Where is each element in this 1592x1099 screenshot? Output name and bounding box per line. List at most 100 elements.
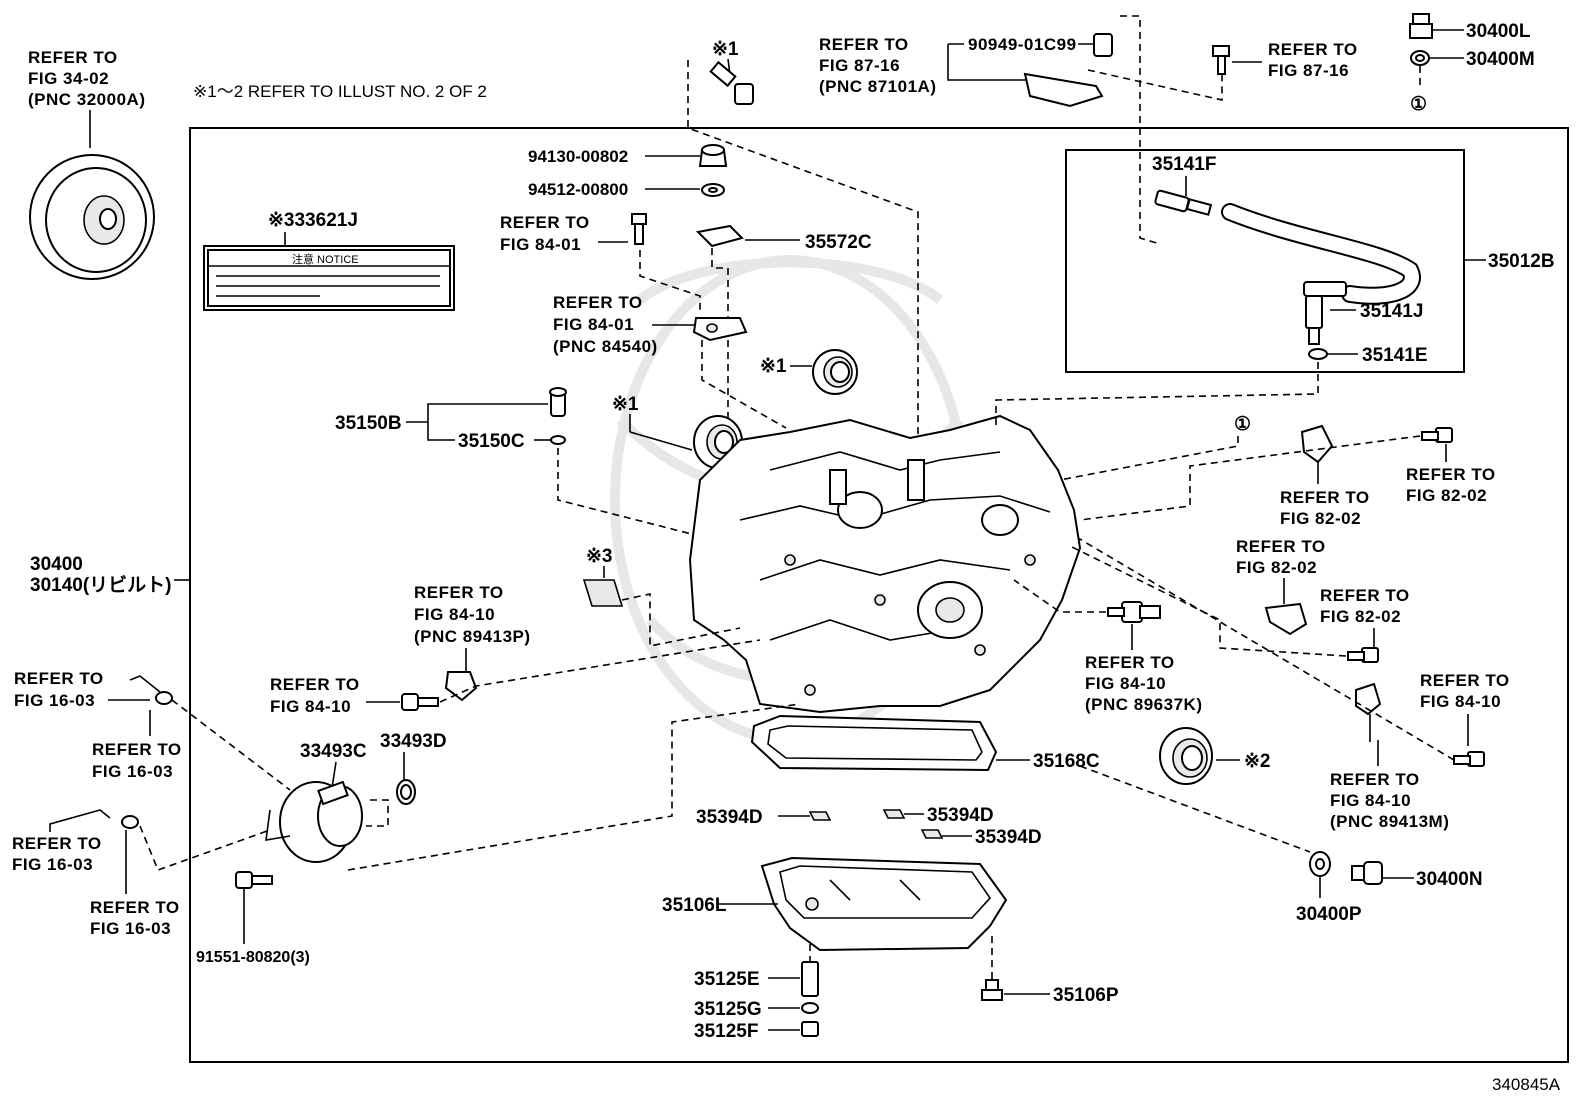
- ref-fig-34-02-line3: (PNC 32000A): [28, 90, 146, 109]
- part-35141E: 35141E: [1362, 345, 1428, 366]
- speed-sensor-89413M-icon[interactable]: [1355, 682, 1382, 742]
- gasket-35125G-icon[interactable]: [801, 1002, 819, 1014]
- ref-fig-84-01-b-line1: REFER TO: [553, 293, 643, 312]
- ref-fig-84-10-m-line2: FIG 84-10: [1330, 791, 1411, 810]
- part-30400N: 30400N: [1416, 869, 1483, 890]
- sensor-89413M-group: REFER TO FIG 84-10 (PNC 89413M) REFER TO…: [1077, 537, 1509, 831]
- ref-fig-84-10-b-line2: FIG 84-10: [1420, 692, 1501, 711]
- speed-sensor-upper-icon[interactable]: [1300, 424, 1334, 464]
- bolt-84-10-right-icon[interactable]: [1453, 751, 1485, 767]
- ref-fig-34-02-line2: FIG 34-02: [28, 69, 109, 88]
- oil-seal-upper-icon[interactable]: [812, 349, 858, 395]
- washer-icon[interactable]: [701, 183, 725, 197]
- mark-1-seal-lower: ※1: [612, 394, 639, 415]
- oil-seal-2-group: ※2: [1159, 727, 1271, 785]
- hose-clamp-16-03-group: REFER TO FIG 16-03 REFER TO FIG 16-03 RE…: [12, 669, 291, 938]
- bolt-91551-icon[interactable]: [235, 871, 273, 889]
- magnet-icon-1[interactable]: [808, 811, 832, 821]
- bolt-87-16-icon[interactable]: [1212, 45, 1230, 75]
- part-35106L: 35106L: [662, 895, 727, 916]
- nut-35125F-icon[interactable]: [801, 1021, 819, 1037]
- nut-icon[interactable]: [698, 144, 728, 167]
- sensor-89637K-group: REFER TO FIG 84-10 (PNC 89637K): [1013, 579, 1203, 714]
- ref-fig-84-10-a-line2: FIG 84-10: [270, 697, 351, 716]
- gasket-30400M-icon[interactable]: [1410, 50, 1430, 66]
- pan-bolt-icon[interactable]: [981, 979, 1003, 1001]
- oring-33493D-icon[interactable]: [396, 779, 416, 805]
- oil-cooler-tube-icon[interactable]: [1221, 203, 1421, 305]
- part-33621J: ※333621J: [268, 210, 358, 231]
- hose-clamp-upper-icon[interactable]: [129, 675, 173, 705]
- mark-2-seal: ※2: [1244, 751, 1271, 772]
- oil-cooler-icon[interactable]: [265, 780, 363, 863]
- ref-fig-84-10-p-line2: FIG 84-10: [414, 605, 495, 624]
- oring-35141E-icon[interactable]: [1308, 348, 1328, 360]
- part-35125E: 35125E: [694, 969, 760, 990]
- ref-fig-84-01-b-line2: FIG 84-01: [553, 315, 634, 334]
- part-30400L: 30400L: [1466, 21, 1531, 42]
- magnet-icon-2[interactable]: [882, 809, 906, 819]
- plug-35125E-icon[interactable]: [801, 961, 819, 997]
- part-35141J: 35141J: [1360, 301, 1423, 322]
- mark-1-top: ※1: [712, 39, 739, 60]
- pan-gasket-35168C[interactable]: [750, 714, 998, 772]
- torque-converter-icon[interactable]: [29, 154, 155, 280]
- ref-fig-84-10-k-line3: (PNC 89637K): [1085, 695, 1203, 714]
- gasket-30400P-icon[interactable]: [1309, 851, 1331, 877]
- elbow-fitting-35141J-icon[interactable]: [1303, 281, 1347, 345]
- part-35150C: 35150C: [458, 431, 525, 452]
- mark-circle-1-top: ①: [1410, 94, 1427, 115]
- ref-fig-87-16-line1: REFER TO: [1268, 40, 1358, 59]
- bolt-84-01-icon[interactable]: [631, 213, 647, 245]
- bracket-84-01-group: REFER TO FIG 84-01 REFER TO FIG 84-01 (P…: [500, 213, 787, 429]
- hose-clamp-lower-icon[interactable]: [121, 815, 139, 829]
- part-94512-00800: 94512-00800: [528, 180, 628, 199]
- speed-sensor-89413P-icon[interactable]: [444, 671, 478, 702]
- diagram-id: 340845A: [1492, 1075, 1561, 1094]
- oil-temp-sensor-icon[interactable]: [1107, 601, 1161, 623]
- speed-sensor-lower-icon[interactable]: [1264, 602, 1308, 636]
- magnet-icon-3[interactable]: [920, 829, 944, 839]
- ref-fig-82-02-a-line1: REFER TO: [1280, 488, 1370, 507]
- plug-30400N-icon[interactable]: [1351, 861, 1383, 885]
- ref-fig-34-02-line1: REFER TO: [28, 48, 118, 67]
- transaxle-case[interactable]: [688, 414, 1082, 714]
- ref-fig-84-10-p-line3: (PNC 89413P): [414, 627, 531, 646]
- part-35125G: 35125G: [694, 999, 762, 1020]
- part-35572C: 35572C: [805, 232, 872, 253]
- oil-pan-35106L[interactable]: [760, 856, 1008, 952]
- caution-sticker-icon[interactable]: [582, 579, 624, 607]
- magnet-35394D-group: 35394D 35394D 35394D: [696, 805, 1042, 848]
- ref-fig-87-16-line2: FIG 87-16: [1268, 61, 1349, 80]
- ref-fig-82-02-d-line1: REFER TO: [1320, 586, 1410, 605]
- breather-oring-icon[interactable]: [550, 435, 566, 445]
- breather-plug-icon[interactable]: [549, 387, 567, 417]
- bolt-icon[interactable]: [709, 60, 754, 105]
- part-94130-00802: 94130-00802: [528, 147, 628, 166]
- oil-cooler-tube-box: 35012B 35141F 35141J 35141E: [995, 149, 1555, 430]
- part-35394D-right-lower: 35394D: [975, 827, 1042, 848]
- ref-fig-84-10-k-line2: FIG 84-10: [1085, 674, 1166, 693]
- model-number-group: 30400 30140(リビルト): [30, 554, 190, 596]
- bolt-84-10-left-icon[interactable]: [401, 693, 439, 711]
- ref-fig-84-10-a-line1: REFER TO: [270, 675, 360, 694]
- part-30140-main: 30140(リビルト): [30, 574, 172, 596]
- plug-30400L-icon[interactable]: [1409, 13, 1433, 39]
- ref-fig-87-16-pnc-line1: REFER TO: [819, 35, 909, 54]
- bracket-35572C-icon[interactable]: [695, 224, 744, 248]
- bolt-82-02-upper-icon[interactable]: [1421, 427, 1453, 443]
- pan-bolt-35106P-group: 35106P: [981, 936, 1119, 1006]
- ref-fig-84-01-a-line2: FIG 84-01: [500, 235, 581, 254]
- sensor-bracket-icon[interactable]: [692, 317, 748, 342]
- mark-1-seal-upper: ※1: [760, 356, 787, 377]
- notice-label-plate[interactable]: 注意 NOTICE: [203, 245, 455, 311]
- part-35394D-left: 35394D: [696, 807, 763, 828]
- notice-label-title: 注意 NOTICE: [292, 252, 359, 266]
- illustration-note: ※1～2 REFER TO ILLUST NO. 2 OF 2: [193, 82, 487, 101]
- tube-fitting-35141F-icon[interactable]: [1154, 189, 1213, 216]
- speed-sensor-lower-group: REFER TO FIG 82-02 REFER TO FIG 82-02: [1069, 537, 1410, 663]
- oil-seal-2-icon[interactable]: [1159, 727, 1213, 785]
- bolt-82-02-lower-icon[interactable]: [1347, 647, 1379, 663]
- position-switch-icon[interactable]: [1023, 33, 1113, 108]
